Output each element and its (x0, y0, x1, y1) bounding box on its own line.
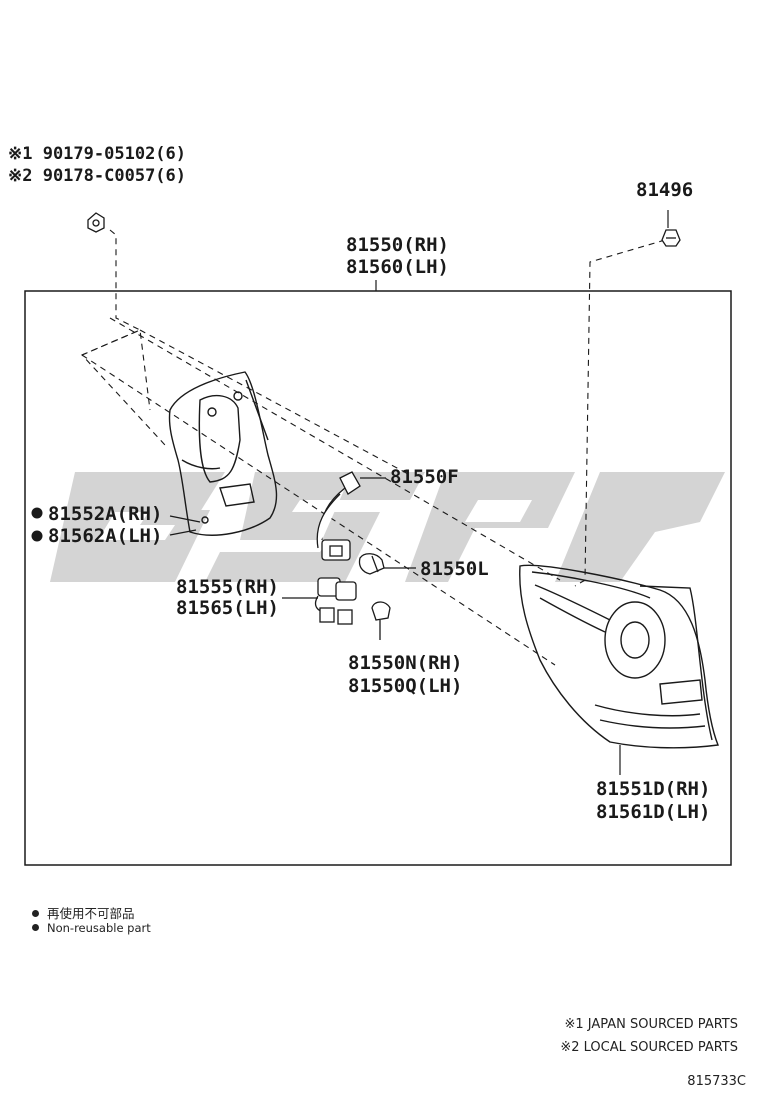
label-bulb-lh: 81550Q(LH) (348, 675, 462, 697)
label-lens-lh: 81561D(LH) (596, 801, 710, 823)
assembly-frame (24, 290, 732, 866)
label-clip: 81496 (636, 179, 693, 201)
label-gasket-lh: 81562A(LH) (48, 525, 162, 547)
label-fastener-local: ※2 90178-C0057(6) (8, 166, 186, 186)
label-socket-f: 81550F (390, 466, 459, 488)
label-bulb-rh: 81550N(RH) (348, 652, 462, 674)
label-assembly-rh: 81550(RH) (346, 234, 449, 256)
gsp-watermark (50, 472, 725, 582)
legend-non-reusable-jp: 再使用不可部品 (30, 903, 135, 922)
bullet-dot-icon (32, 910, 39, 917)
nut-icon (87, 212, 105, 233)
label-wire-rh: 81555(RH) (176, 576, 279, 598)
clip-icon (661, 229, 681, 247)
bulb-wedge-icon (371, 601, 391, 640)
source-japan: ※1 JAPAN SOURCED PARTS (564, 1017, 738, 1032)
label-assembly-lh: 81560(LH) (346, 256, 449, 278)
figure-code: 815733C (687, 1074, 746, 1089)
source-local: ※2 LOCAL SOURCED PARTS (560, 1040, 738, 1055)
socket-wire-harness (316, 471, 361, 561)
bullet-dot-icon (31, 530, 43, 542)
assembly-dashed-lines (81, 229, 666, 666)
label-wire-lh: 81565(LH) (176, 597, 279, 619)
label-lens-rh: 81551D(RH) (596, 778, 710, 800)
label-gasket-rh: 81552A(RH) (48, 503, 162, 525)
label-fastener-jp: ※1 90179-05102(6) (8, 144, 186, 164)
wire-socket-assembly (314, 577, 357, 625)
bulb-small-icon (358, 553, 385, 575)
label-bulb-l: 81550L (420, 558, 489, 580)
bullet-dot-icon (32, 924, 39, 931)
lamp-housing (168, 371, 278, 536)
legend-non-reusable-en: Non-reusable part (30, 921, 151, 935)
bullet-dot-icon (31, 507, 43, 519)
tail-lamp-lens (519, 564, 719, 749)
